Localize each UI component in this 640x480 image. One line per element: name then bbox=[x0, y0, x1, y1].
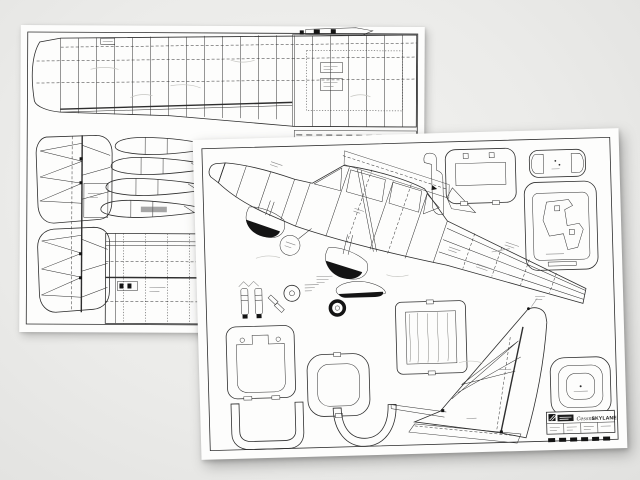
u-channel-former bbox=[230, 401, 305, 450]
aircraft-name: SKYLANE bbox=[591, 415, 617, 422]
wing-saddle-former-hook bbox=[423, 152, 445, 215]
sheet-border bbox=[201, 136, 619, 452]
title-block: Cessna SKYLANE bbox=[545, 409, 617, 443]
fin-rudder-tailplane-side-view bbox=[390, 295, 548, 444]
wing-plan-view bbox=[31, 34, 418, 128]
fuselage-sheet-drawing: Cessna SKYLANE bbox=[201, 136, 619, 452]
landing-gear-details bbox=[238, 280, 319, 319]
fuselage-sheet: Cessna SKYLANE bbox=[192, 128, 628, 460]
wheel-and-wheel-pant-detail bbox=[316, 275, 386, 317]
fuselage-side-view bbox=[208, 150, 587, 304]
small-rounded-former bbox=[549, 356, 612, 417]
plywood-doubler-plate bbox=[394, 299, 468, 376]
aircraft-script-name: Cessna bbox=[576, 416, 594, 423]
cabin-former-with-window bbox=[444, 147, 517, 206]
stabilizer-elevator-plan bbox=[35, 134, 113, 313]
aileron-servo-hatch-detail bbox=[299, 27, 374, 36]
firewall-former-with-notch bbox=[225, 325, 296, 401]
brand-wordmark-icon bbox=[557, 414, 574, 422]
former-with-bracket-cutout bbox=[523, 180, 599, 271]
rounded-cabin-former bbox=[306, 352, 371, 418]
scale-bar bbox=[548, 436, 611, 443]
cowl-former-with-d-cutouts bbox=[528, 148, 586, 178]
